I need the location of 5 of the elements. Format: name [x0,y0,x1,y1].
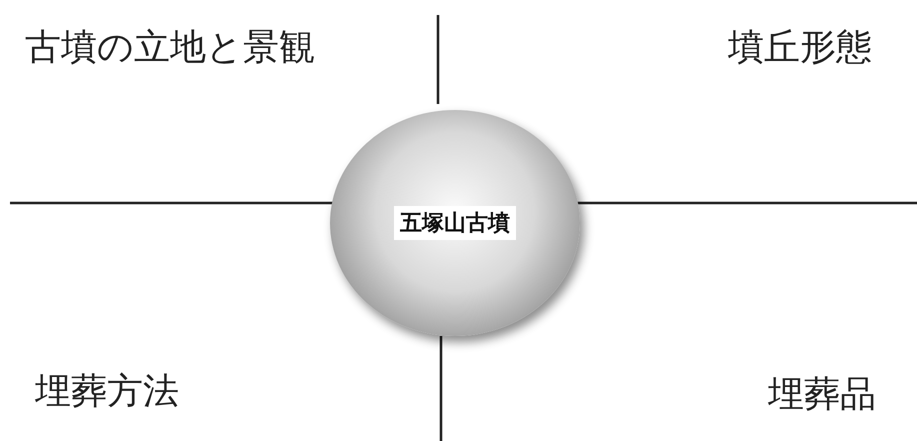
node-label: 五塚山古墳 [394,206,516,240]
quadrant-heading: 埋葬方法 [35,372,179,412]
quadrant-heading: 墳丘形態 [728,28,872,68]
quadrant-heading: 埋葬品 [768,375,876,415]
quadrant-heading: 古墳の立地と景観 [25,28,315,68]
